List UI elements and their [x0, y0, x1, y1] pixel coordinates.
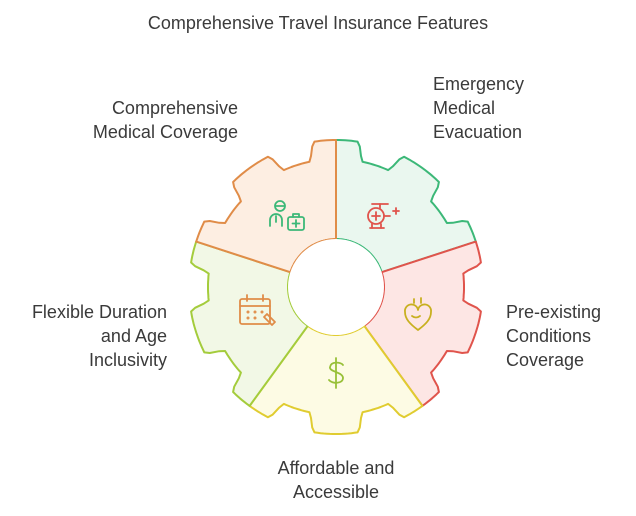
label-preexisting-conditions: Pre-existing Conditions Coverage [506, 302, 602, 370]
diagram-title: Comprehensive Travel Insurance Features [147, 13, 489, 33]
label-emergency-evacuation: Emergency Medical Evacuation [433, 74, 525, 142]
label-flexible-duration: Flexible Duration and Age Inclusivity [31, 302, 167, 370]
dollar-icon [328, 357, 344, 389]
medical-helicopter-icon [367, 203, 400, 229]
doctor-medkit-icon [269, 200, 305, 231]
label-medical-coverage: Comprehensive Medical Coverage [92, 98, 238, 142]
label-affordable-accessible: Affordable and Accessible [277, 458, 395, 502]
calendar-icon [239, 294, 276, 326]
heart-icon [404, 297, 432, 331]
gear-hub [288, 239, 384, 335]
